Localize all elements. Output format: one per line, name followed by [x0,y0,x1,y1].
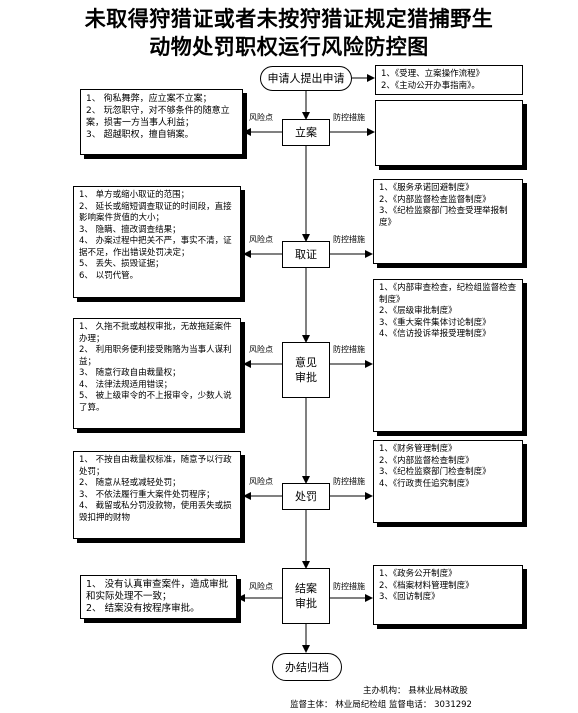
risk-item: 3、 超越职权，擅自销案。 [86,130,194,140]
risk-box-jiean: 1、 没有认真审查案件，造成审批和实际处理不一致； 2、 结案没有按程序审批。 [80,575,237,619]
control-measure-label: 防控措施 [333,477,365,486]
step-jiean-shenpi: 结案 审批 [282,568,330,624]
risk-point-label: 风险点 [249,235,273,244]
measure-item: 4、《信访投诉举报受理制度》 [379,329,491,339]
step-lian: 立案 [282,119,330,146]
diagram-title-line2: 动物处罚职权运行风险防控图 [149,35,429,59]
risk-item: 4、 截留或私分罚没款物，使用丢失或损毁扣押的财物 [79,501,232,523]
measure-item: 1、《服务承诺回避制度》 [379,183,474,193]
measure-box-yijian: 1、《内部审查检查，纪检组监督检查制度》 2、《层级审批制度》 3、《重大案件集… [373,279,523,432]
risk-point-label: 风险点 [249,582,273,591]
risk-item: 6、 以罚代管。 [79,270,139,281]
risk-item: 1、 没有认真审查案件，造成审批和实际处理不一致； [86,579,229,602]
risk-item: 3、 随意行政自由裁量权； [79,368,181,378]
footer-supervisor: 监督主体： 林业局纪检组 监督电话： 3031292 [290,700,472,710]
risk-point-label: 风险点 [249,477,273,486]
step-chufa: 处罚 [282,483,330,510]
footer-organizer: 主办机构： 县林业局林政股 [363,686,468,696]
measure-item: 2、《内部监督检查制度》 [379,455,474,466]
measure-item: 1、《内部审查检查，纪检组监督检查制度》 [379,283,517,305]
diagram-title-line1: 未取得狩猎证或者未按狩猎证规定猎捕野生 [84,7,494,31]
risk-point-label: 风险点 [249,345,273,354]
start-measure-item: 2、《主动公开办事指南》。 [381,80,480,91]
measure-box-lian [375,100,523,166]
control-measure-label: 防控措施 [333,113,365,122]
risk-box-chufa: 1、 不按自由裁量权标准，随意予以行政处罚； 2、 随意从轻或减轻处罚； 3、 … [73,451,241,539]
control-measure-label: 防控措施 [333,235,365,244]
risk-item: 4、 办案过程中把关不严，事实不清，证据不足，作出错误处罚决定； [79,236,232,258]
risk-item: 3、 不依法履行重大案件处罚程序； [79,489,215,500]
measure-item: 4、《行政责任追究制度》 [379,478,474,489]
control-measure-label: 防控措施 [333,582,365,591]
measure-box-chufa: 1、《财务管理制度》 2、《内部监督检查制度》 3、《纪检监察部门检查制度》 4… [373,440,523,523]
measure-item: 1、《财务管理制度》 [379,444,457,454]
start-node: 申请人提出申请 [260,66,352,91]
measure-item: 1、《政务公开制度》 [379,569,457,579]
risk-item: 2、 玩忽职守，对不够条件的随意立案，损害一方当事人利益； [86,106,230,128]
risk-item: 1、 单方或缩小取证的范围； [79,190,190,200]
start-measure-item: 1、《受理、立案操作流程》 [381,69,485,79]
risk-point-label: 风险点 [249,113,273,122]
risk-item: 1、 徇私舞弊，应立案不立案； [86,94,212,104]
measure-box-jiean: 1、《政务公开制度》 2、《档案材料管理制度》 3、《回访制度》 [373,565,523,625]
measure-item: 2、《层级审批制度》 [379,306,457,316]
measure-item: 2、《档案材料管理制度》 [379,580,474,591]
risk-item: 3、 隐瞒、擅改调查结果； [79,224,181,235]
measure-item: 3、《纪检监察部门检查受理举报制度》 [379,206,508,228]
start-measures-box: 1、《受理、立案操作流程》 2、《主动公开办事指南》。 [375,65,523,95]
measure-item: 3、《纪检监察部门检查制度》 [379,467,491,477]
risk-box-quzheng: 1、 单方或缩小取证的范围； 2、 延长或缩短调查取证的时间段，直接影响案件货值… [73,186,241,298]
risk-box-lian: 1、 徇私舞弊，应立案不立案； 2、 玩忽职守，对不够条件的随意立案，损害一方当… [80,89,243,155]
risk-box-yijian: 1、 久拖不批或越权审批，无故拖延案件办理； 2、 利用职务便利接受贿赂为当事人… [73,318,241,429]
risk-item: 5、 被上级审令的不上报审令，少数人说了算。 [79,391,232,413]
step-quzheng: 取证 [282,241,330,268]
risk-item: 2、 随意从轻或减轻处罚； [79,478,181,488]
risk-item: 2、 延长或缩短调查取证的时间段，直接影响案件货值的大小； [79,201,232,224]
measure-item: 3、《回访制度》 [379,592,440,602]
risk-item: 1、 不按自由裁量权标准，随意予以行政处罚； [79,455,232,477]
measure-item: 3、《重大案件集体讨论制度》 [379,317,491,328]
risk-item: 2、 结案没有按程序审批。 [86,603,200,614]
risk-item: 5、 丢失、损毁证据； [79,259,164,269]
control-measure-label: 防控措施 [333,345,365,354]
measure-item: 2、《内部监督检查监督制度》 [379,194,491,205]
step-yijian-shenpi: 意见 审批 [282,342,330,398]
end-node: 办结归档 [272,653,342,681]
measure-box-quzheng: 1、《服务承诺回避制度》 2、《内部监督检查监督制度》 3、《纪检监察部门检查受… [373,179,523,264]
risk-item: 4、 法律法规适用错误； [79,379,173,390]
risk-item: 1、 久拖不批或越权审批，无故拖延案件办理； [79,322,232,344]
risk-item: 2、 利用职务便利接受贿赂为当事人谋利益； [79,345,232,367]
